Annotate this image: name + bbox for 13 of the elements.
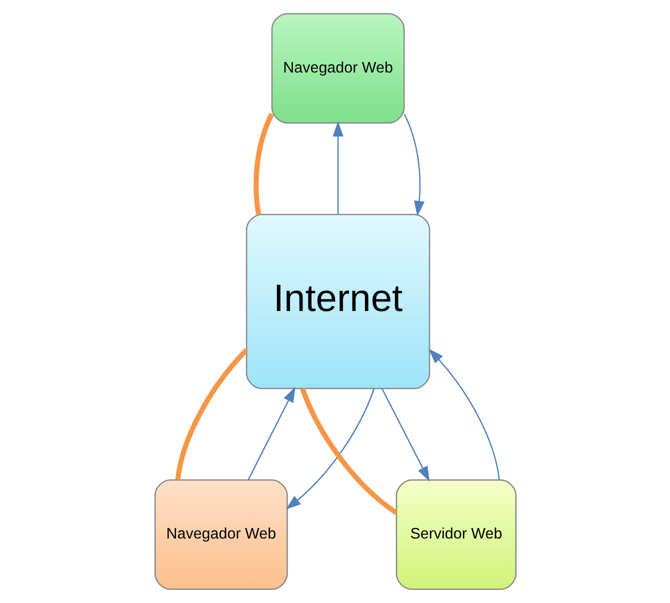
arrow <box>403 114 424 216</box>
node-box: Internet <box>245 214 430 390</box>
arrow <box>428 348 500 480</box>
arrow <box>380 388 430 482</box>
arrow <box>285 388 374 510</box>
connector <box>174 348 248 480</box>
node-box: Navegador Web <box>154 479 288 590</box>
node-box: Servidor Web <box>395 479 516 590</box>
connector <box>300 388 398 515</box>
node-box: Navegador Web <box>270 13 404 124</box>
connector <box>253 113 274 215</box>
arrow <box>247 386 295 480</box>
arrow <box>332 121 343 214</box>
